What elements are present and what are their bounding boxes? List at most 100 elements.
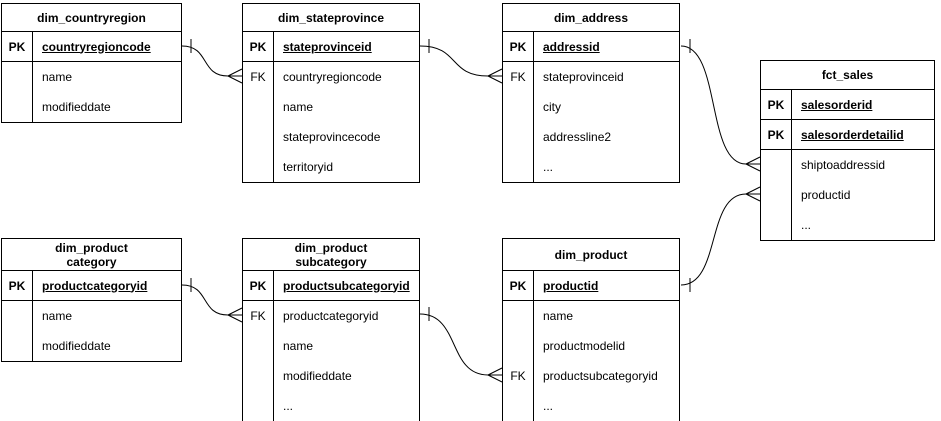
entity-row[interactable]: modifieddate xyxy=(2,92,181,122)
key-label: PK xyxy=(767,127,785,142)
entity-body: PK productcategoryid name modifieddate xyxy=(2,271,181,361)
entity-title: dim_stateprovince xyxy=(243,4,419,32)
many-marker xyxy=(487,68,503,84)
field-name: productid xyxy=(801,188,851,202)
entity-row[interactable]: ... xyxy=(503,152,679,182)
entity-title: dim_product subcategory xyxy=(243,239,419,271)
edge-line[interactable] xyxy=(680,45,760,165)
entity-row[interactable]: FK productsubcategoryid xyxy=(503,361,679,391)
entity-body: PK addressid FK stateprovinceid city add… xyxy=(503,32,679,182)
field-name: addressid xyxy=(543,39,600,54)
edge-line[interactable] xyxy=(181,45,242,77)
entity-dim-countryregion[interactable]: dim_countryregion PK countryregioncode n… xyxy=(1,3,182,123)
key-label: FK xyxy=(250,309,266,323)
field-name: productid xyxy=(543,278,599,293)
entity-row[interactable]: stateprovincecode xyxy=(243,122,419,152)
field-name: name xyxy=(42,70,73,84)
entity-dim-productcategory[interactable]: dim_product category PK productcategoryi… xyxy=(1,238,182,362)
field-name: productsubcategoryid xyxy=(543,369,658,383)
entity-row[interactable]: PK countryregioncode xyxy=(2,32,181,62)
entity-row[interactable]: PK addressid xyxy=(503,32,679,62)
entity-row[interactable]: shiptoaddressid xyxy=(761,150,934,180)
entity-row[interactable]: city xyxy=(503,92,679,122)
entity-title: dim_address xyxy=(503,4,679,32)
entity-row[interactable]: PK productid xyxy=(503,271,679,301)
entity-row[interactable]: name xyxy=(243,331,419,361)
entity-dim-product[interactable]: dim_product PK productid name productmod… xyxy=(502,238,680,421)
field-name: productsubcategoryid xyxy=(283,278,410,293)
field-name: productcategoryid xyxy=(42,278,148,293)
entity-body: PK stateprovinceid FK countryregioncode … xyxy=(243,32,419,182)
entity-row[interactable]: productmodelid xyxy=(503,331,679,361)
key-label: PK xyxy=(8,39,26,54)
field-name: city xyxy=(543,100,561,114)
key-label: FK xyxy=(510,369,526,383)
field-name: modifieddate xyxy=(42,339,111,353)
field-name: countryregioncode xyxy=(283,70,382,84)
entity-dim-productsubcategory[interactable]: dim_product subcategory PK productsubcat… xyxy=(242,238,420,421)
field-name: salesorderid xyxy=(801,97,873,112)
field-name: ... xyxy=(543,399,554,413)
edge-address-fctsales[interactable] xyxy=(680,39,761,172)
entity-row[interactable]: addressline2 xyxy=(503,122,679,152)
field-name: addressline2 xyxy=(543,130,612,144)
key-label: PK xyxy=(509,39,527,54)
many-marker xyxy=(745,186,761,202)
entity-row[interactable]: PK salesorderdetailid xyxy=(761,120,934,150)
entity-row[interactable]: PK productcategoryid xyxy=(2,271,181,301)
entity-title: dim_countryregion xyxy=(2,4,181,32)
entity-title: dim_product category xyxy=(2,239,181,271)
entity-row[interactable]: PK stateprovinceid xyxy=(243,32,419,62)
entity-dim-stateprovince[interactable]: dim_stateprovince PK stateprovinceid FK … xyxy=(242,3,420,183)
key-label: PK xyxy=(8,278,26,293)
entity-row[interactable]: FK stateprovinceid xyxy=(503,62,679,92)
entity-row[interactable]: FK countryregioncode xyxy=(243,62,419,92)
entity-body: PK productsubcategoryid FK productcatego… xyxy=(243,271,419,421)
entity-row[interactable]: modifieddate xyxy=(2,331,181,361)
field-name: stateprovinceid xyxy=(283,39,372,54)
entity-row[interactable]: modifieddate xyxy=(243,361,419,391)
key-label: PK xyxy=(767,97,785,112)
entity-row[interactable]: PK salesorderid xyxy=(761,90,934,120)
entity-row[interactable]: FK productcategoryid xyxy=(243,301,419,331)
entity-row[interactable]: PK productsubcategoryid xyxy=(243,271,419,301)
field-name: name xyxy=(283,339,314,353)
entity-row[interactable]: name xyxy=(2,62,181,92)
many-marker xyxy=(227,68,243,84)
entity-fct-sales[interactable]: fct_sales PK salesorderid PK salesorderd… xyxy=(760,60,935,241)
edge-line[interactable] xyxy=(419,45,502,77)
field-name: productcategoryid xyxy=(283,309,379,323)
edge-countryregion-stateprovince[interactable] xyxy=(181,39,243,84)
entity-row[interactable]: name xyxy=(243,92,419,122)
entity-body: PK productid name productmodelid FK prod… xyxy=(503,271,679,421)
edge-line[interactable] xyxy=(680,193,760,286)
edge-product-fctsales[interactable] xyxy=(680,186,761,292)
edge-line[interactable] xyxy=(181,284,242,316)
edge-productcategory-productsubcategory[interactable] xyxy=(181,278,243,323)
edge-productsubcategory-product[interactable] xyxy=(419,307,503,383)
entity-row[interactable]: ... xyxy=(761,210,934,240)
field-name: stateprovinceid xyxy=(543,70,624,84)
many-marker xyxy=(227,307,243,323)
entity-row[interactable]: productid xyxy=(761,180,934,210)
field-name: territoryid xyxy=(283,160,334,174)
field-name: modifieddate xyxy=(42,100,111,114)
field-name: salesorderdetailid xyxy=(801,127,904,142)
entity-title: fct_sales xyxy=(761,61,934,90)
key-label: PK xyxy=(509,278,527,293)
edge-stateprovince-address[interactable] xyxy=(419,39,503,84)
entity-row[interactable]: ... xyxy=(243,391,419,421)
field-name: name xyxy=(543,309,574,323)
key-label: PK xyxy=(249,278,267,293)
field-name: ... xyxy=(801,218,812,232)
edge-line[interactable] xyxy=(419,313,502,376)
entity-body: PK salesorderid PK salesorderdetailid sh… xyxy=(761,90,934,240)
entity-row[interactable]: name xyxy=(503,301,679,331)
entity-row[interactable]: name xyxy=(2,301,181,331)
entity-row[interactable]: ... xyxy=(503,391,679,421)
entity-dim-address[interactable]: dim_address PK addressid FK stateprovinc… xyxy=(502,3,680,183)
key-label: FK xyxy=(250,70,266,84)
entity-row[interactable]: territoryid xyxy=(243,152,419,182)
entity-title: dim_product xyxy=(503,239,679,271)
